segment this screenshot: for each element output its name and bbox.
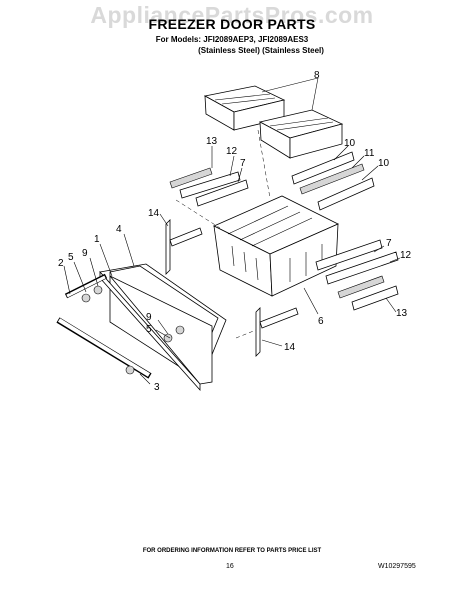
slide-rail-lower-right[interactable] — [315, 239, 399, 311]
callout-2: 2 — [58, 258, 64, 269]
door-handle-bar[interactable] — [56, 317, 152, 379]
callout-12-lower: 12 — [400, 250, 412, 261]
callout-9-upper: 9 — [82, 248, 88, 259]
document-number: W10297595 — [378, 563, 416, 570]
callout-14-upper: 14 — [148, 208, 160, 219]
callout-13-lower: 13 — [396, 308, 408, 319]
upper-basket-right[interactable] — [258, 109, 344, 159]
callout-12-upper: 12 — [226, 146, 238, 157]
callout-1: 1 — [94, 234, 100, 245]
callout-7-lower: 7 — [386, 238, 392, 249]
bracket-upper[interactable] — [165, 219, 203, 275]
callout-9-lower: 9 — [146, 312, 152, 323]
lower-freezer-bin[interactable] — [213, 195, 339, 297]
callout-8: 8 — [314, 70, 320, 81]
callout-4: 4 — [116, 224, 122, 235]
finish-line: (Stainless Steel) (Stainless Steel) — [198, 46, 324, 55]
freezer-door[interactable] — [99, 263, 227, 392]
models-line: For Models: JFI2089AEP3, JFI2089AES3 — [155, 35, 309, 44]
callout-10-upper: 10 — [344, 138, 356, 149]
slide-rail-upper-right[interactable] — [291, 151, 375, 211]
watermark: AppliancePartsPros.com — [90, 2, 374, 28]
callout-11: 11 — [364, 148, 375, 159]
callout-3: 3 — [154, 382, 160, 393]
callout-5-lower: 5 — [146, 324, 152, 335]
callout-5-upper: 5 — [68, 252, 74, 263]
callout-13-upper: 13 — [206, 136, 218, 147]
callout-7-upper: 7 — [240, 158, 246, 169]
ordering-note: FOR ORDERING INFORMATION REFER TO PARTS … — [142, 548, 322, 554]
bracket-lower[interactable] — [255, 307, 299, 357]
door-handle[interactable] — [64, 273, 108, 303]
callout-6: 6 — [318, 316, 324, 327]
callout-10-lower: 10 — [378, 158, 390, 169]
slide-rail-upper-left[interactable] — [169, 167, 249, 207]
callout-14-lower: 14 — [284, 342, 296, 353]
page-number: 16 — [226, 563, 234, 570]
page-title: FREEZER DOOR PARTS — [148, 16, 316, 32]
